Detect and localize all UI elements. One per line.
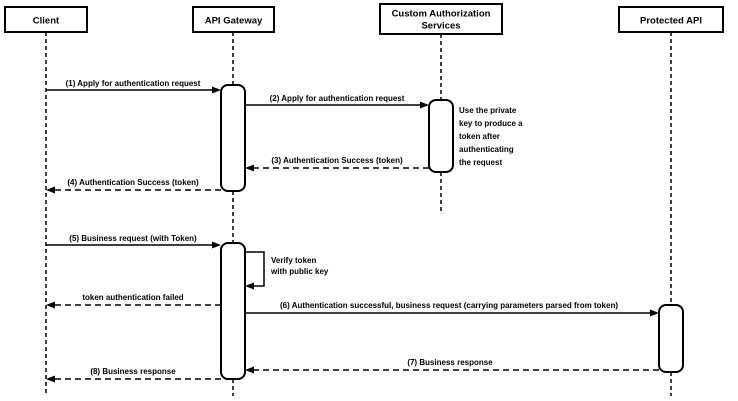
participant-box-custom-authorization-services	[379, 3, 503, 35]
activation-api-gateway-auth	[220, 84, 246, 192]
message-3-arrowhead-icon	[245, 164, 254, 172]
activation-api-gateway-business	[220, 242, 246, 380]
self-message-arrowhead-icon	[245, 282, 254, 290]
self-message-label-line2: with public key	[270, 267, 329, 276]
note-line-1: Use the private	[459, 106, 517, 115]
participant-custom-authorization-services: Custom Authorization Services	[379, 3, 503, 35]
message-6-authentication-successful-business-request: (6) Authentication successful, business …	[245, 301, 659, 317]
message-5-label: (5) Business request (with Token)	[69, 234, 197, 243]
message-2-label: (2) Apply for authentication request	[270, 94, 405, 103]
message-3-authentication-success: (3) Authentication Success (token)	[245, 156, 429, 172]
message-7-arrowhead-icon	[245, 366, 254, 374]
note-private-key: Use the private key to produce a token a…	[459, 106, 523, 167]
self-message-line	[245, 251, 265, 287]
message-8-arrowhead-icon	[46, 375, 55, 383]
message-6-label: (6) Authentication successful, business …	[280, 301, 618, 310]
participant-protected-api: Protected API	[618, 6, 724, 33]
message-1-label: (1) Apply for authentication request	[66, 79, 201, 88]
message-3-label: (3) Authentication Success (token)	[271, 156, 403, 165]
message-4-authentication-success: (4) Authentication Success (token)	[46, 178, 221, 194]
message-1-apply-authentication: (1) Apply for authentication request	[46, 79, 221, 94]
activation-bars	[220, 84, 684, 380]
participant-label-custom-authorization-line2: Services	[421, 21, 460, 32]
participant-box-api-gateway	[192, 6, 275, 33]
message-7-business-response: (7) Business response	[245, 358, 659, 374]
message-4-label: (4) Authentication Success (token)	[67, 178, 199, 187]
message-2-apply-authentication: (2) Apply for authentication request	[245, 94, 429, 109]
message-token-authentication-failed: token authentication failed	[46, 293, 221, 309]
message-1-arrowhead-icon	[212, 86, 221, 94]
note-line-3: token after	[459, 132, 500, 141]
message-failed-label: token authentication failed	[82, 293, 183, 302]
participant-api-gateway: API Gateway	[192, 6, 275, 33]
self-message-label-line1: Verify token	[271, 256, 316, 265]
participant-label-protected-api: Protected API	[640, 16, 702, 27]
note-line-5: the request	[459, 158, 502, 167]
participant-client: Client	[4, 6, 88, 33]
message-4-arrowhead-icon	[46, 186, 55, 194]
participant-label-client: Client	[33, 16, 60, 27]
participant-label-api-gateway: API Gateway	[205, 16, 263, 27]
message-8-business-response: (8) Business response	[46, 367, 221, 383]
message-8-label: (8) Business response	[90, 367, 176, 376]
participant-box-client	[4, 6, 88, 33]
self-message-verify-token: Verify token with public key	[245, 251, 329, 290]
message-7-label: (7) Business response	[407, 358, 493, 367]
message-6-arrowhead-icon	[650, 309, 659, 317]
note-line-4: authenticating	[459, 145, 514, 154]
activation-custom-authorization	[428, 99, 454, 173]
participant-box-protected-api	[618, 6, 724, 33]
message-5-business-request: (5) Business request (with Token)	[46, 234, 221, 249]
note-line-2: key to produce a	[459, 119, 523, 128]
message-2-arrowhead-icon	[420, 101, 429, 109]
activation-protected-api	[658, 304, 684, 373]
participant-label-custom-authorization-line1: Custom Authorization	[392, 9, 491, 20]
lifelines	[45, 32, 672, 396]
message-5-arrowhead-icon	[212, 241, 221, 249]
message-failed-arrowhead-icon	[46, 301, 55, 309]
